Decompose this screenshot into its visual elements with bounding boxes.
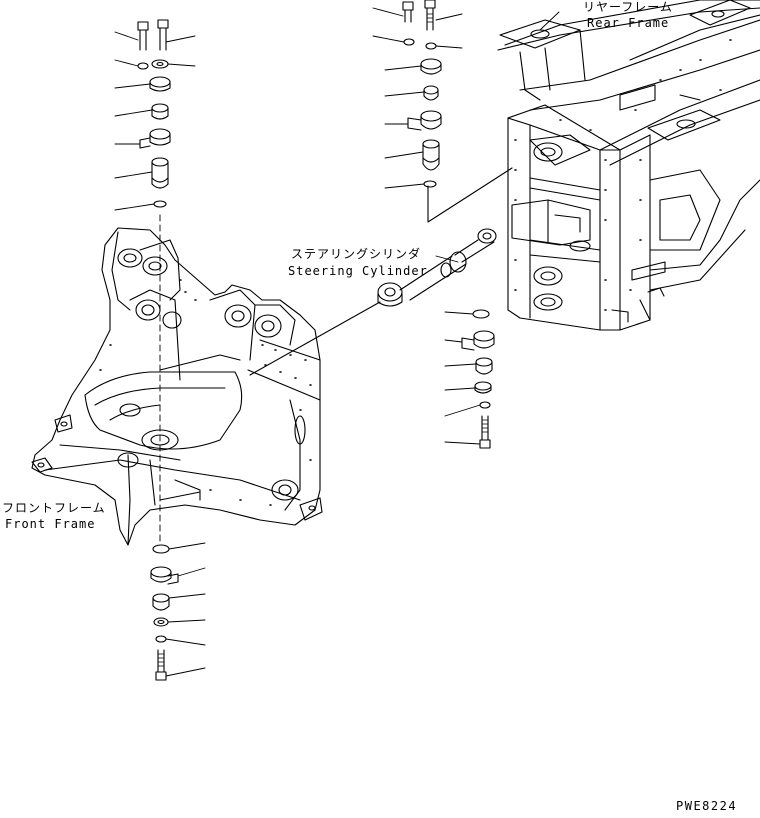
- steering-cylinder-label-jp: ステアリングシリンダ: [291, 247, 422, 261]
- drawing-code: PWE8224: [676, 799, 738, 813]
- front-frame: [31, 214, 323, 546]
- front-lower-pin-stack: [150, 544, 179, 681]
- front-upper-pin-stack: [137, 19, 171, 208]
- rear-frame-label-en: Rear Frame: [587, 16, 670, 30]
- rear-frame: [497, 0, 760, 331]
- rear-lower-pin-stack: [461, 309, 495, 449]
- rear-frame-label-jp: リヤーフレーム: [583, 0, 673, 14]
- front-frame-label-jp: フロントフレーム: [2, 501, 106, 515]
- front-frame-label-en: Front Frame: [5, 517, 96, 531]
- steering-cylinder: [249, 167, 513, 376]
- leader-lines: [114, 7, 560, 677]
- steering-cylinder-label-en: Steering Cylinder: [288, 264, 428, 278]
